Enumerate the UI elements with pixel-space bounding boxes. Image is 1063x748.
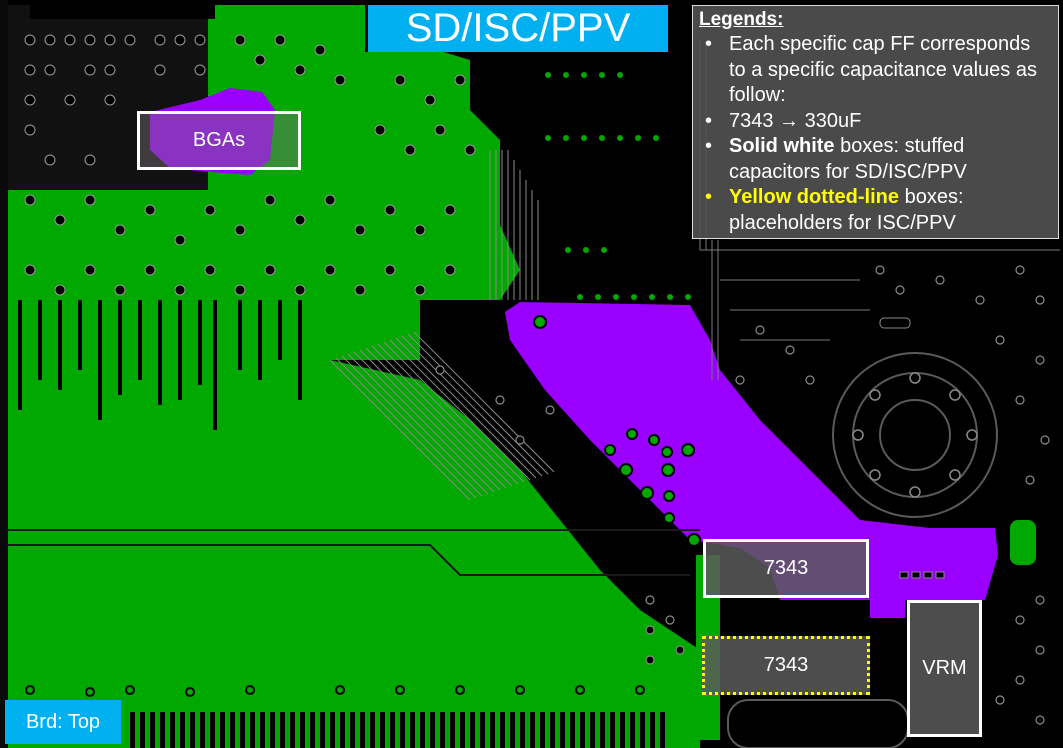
- legend-item: • Solid white boxes: stuffed capacitors …: [699, 134, 1052, 185]
- bga-strip-top: [30, 5, 215, 19]
- bullet-icon: •: [705, 135, 713, 157]
- trace-bundle-bottom-left: [8, 529, 700, 576]
- legend-item: • Yellow dotted-line boxes: placeholders…: [699, 185, 1052, 236]
- legend-item-text: boxes: stuffed capacitors for SD/ISC/PPV: [729, 135, 967, 183]
- legend-heading: Legends:: [699, 9, 784, 30]
- diagram-title: SD/ISC/PPV: [368, 5, 668, 52]
- bga-label-box: BGAs: [137, 111, 301, 170]
- via-row-bottom: [25, 685, 645, 697]
- copper-pad-right: [1010, 520, 1036, 565]
- legend-list: • Each specific cap FF corresponds to a …: [699, 32, 1052, 236]
- via-array-bga: [24, 34, 476, 296]
- bullet-icon: •: [705, 33, 713, 55]
- bullet-icon: •: [705, 186, 713, 208]
- bullet-icon: •: [705, 109, 713, 132]
- capacitor-stuffed-box: 7343: [703, 539, 869, 598]
- copper-pour-lower-left: [8, 330, 700, 748]
- smd-pads-right: [879, 317, 945, 579]
- via-row-top-right: [543, 70, 693, 302]
- via-array-power-plane: [533, 315, 701, 547]
- trace-bundle-vertical: [489, 150, 539, 300]
- power-plane-main: [505, 302, 998, 618]
- legend-item-text: boxes: placeholders for ISC/PPV: [729, 186, 964, 234]
- power-plane-bga: [150, 88, 275, 175]
- legend-panel: Legends: • Each specific cap FF correspo…: [692, 5, 1059, 239]
- capacitor-placeholder-box: 7343: [702, 636, 870, 695]
- vrm-label-box: VRM: [907, 600, 982, 737]
- copper-pour-middle: [430, 225, 520, 300]
- connector-pins-bottom: [130, 712, 665, 748]
- legend-item-emphasis: Yellow dotted-line: [729, 186, 900, 208]
- trace-bundle-diagonal: [329, 331, 555, 501]
- legend-item-text: 7343 → 330uF: [729, 109, 862, 132]
- legend-item-text: Each specific cap FF corresponds to a sp…: [729, 33, 1037, 106]
- board-edge-left: [0, 0, 8, 748]
- via-ring-inductor: [852, 372, 978, 498]
- legend-item-emphasis: Solid white: [729, 135, 835, 157]
- via-field-right: [435, 265, 1050, 725]
- legend-item: • Each specific cap FF corresponds to a …: [699, 32, 1052, 109]
- board-side-label: Brd: Top: [5, 700, 121, 744]
- bga-fanout-fingers: [18, 300, 302, 430]
- legend-item: • 7343 → 330uF: [699, 109, 1052, 135]
